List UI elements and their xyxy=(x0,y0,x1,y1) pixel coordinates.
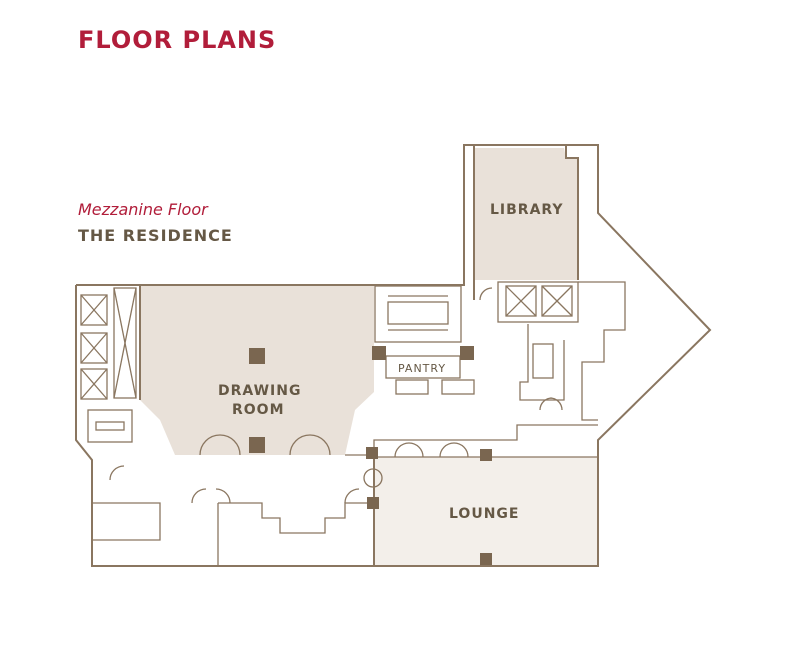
east-core-box xyxy=(497,281,579,323)
door-swing-14 xyxy=(215,488,231,504)
room-label-lounge: LOUNGE xyxy=(449,506,519,522)
door-swing-7 xyxy=(439,442,455,458)
column-drawing-south xyxy=(249,437,265,453)
outer-walls xyxy=(75,144,712,567)
elevator-east-1 xyxy=(505,285,537,317)
door-swings xyxy=(109,287,563,504)
door-swing-12 xyxy=(109,465,125,481)
east-stair-run xyxy=(532,343,554,379)
elevator-east-2 xyxy=(541,285,573,317)
stair-west-landing xyxy=(95,421,125,431)
west-service-core xyxy=(80,287,137,443)
page-title: FLOOR PLANS xyxy=(78,26,277,54)
drawing-room-fill xyxy=(140,285,374,455)
east-service-core xyxy=(497,281,626,421)
column-lounge-w xyxy=(367,497,379,509)
door-swing-4 xyxy=(309,434,331,456)
east-stair-shape xyxy=(519,324,565,401)
room-label-drawing: DRAWING xyxy=(218,383,301,399)
door-swing-15 xyxy=(344,488,360,504)
column-drawing-center xyxy=(249,348,265,364)
room-fills xyxy=(140,148,598,566)
room-label-library: LIBRARY xyxy=(490,202,564,218)
north-stair-landing xyxy=(387,301,449,325)
north-stair-box xyxy=(374,285,462,343)
north-stair xyxy=(374,285,462,343)
door-swing-6 xyxy=(408,442,424,458)
pantry-counter-2 xyxy=(441,379,475,395)
floor-name: Mezzanine Floor xyxy=(78,200,208,219)
door-swing-8 xyxy=(453,442,469,458)
column-pantry-east xyxy=(460,346,474,360)
room-label-room: ROOM xyxy=(232,402,285,418)
elevator-west-2-x2 xyxy=(80,332,108,364)
pantry-box xyxy=(385,355,461,379)
round-column xyxy=(363,468,383,488)
elevator-west-1-x2 xyxy=(80,294,108,326)
shaft-west xyxy=(113,287,137,399)
door-swing-2 xyxy=(219,434,241,456)
elevator-west-2 xyxy=(80,332,108,364)
elevator-east-2-x2 xyxy=(541,285,573,317)
column-lounge-s xyxy=(480,553,492,565)
door-swing-11 xyxy=(549,397,563,411)
stair-west xyxy=(87,409,133,443)
door-swing-13 xyxy=(191,488,207,504)
door-swing-5 xyxy=(394,442,410,458)
pantry-counter-1 xyxy=(395,379,429,395)
library-fill xyxy=(474,148,578,280)
east-corridor-wall xyxy=(578,281,626,421)
column-lounge-ne xyxy=(480,449,492,461)
shaft-west-x2 xyxy=(113,287,137,399)
outer-wall-left xyxy=(75,144,712,567)
door-swing-3 xyxy=(289,434,311,456)
building-name: THE RESIDENCE xyxy=(78,226,233,245)
elevator-east-1-x2 xyxy=(505,285,537,317)
corridor-north-wall xyxy=(345,424,598,456)
column-lounge-nw xyxy=(366,447,378,459)
pantry-area xyxy=(385,355,475,395)
south-room-wall-1 xyxy=(92,502,161,541)
columns xyxy=(249,346,492,565)
column-pantry-west xyxy=(372,346,386,360)
elevator-west-3 xyxy=(80,368,108,400)
south-room-wall-3 xyxy=(218,502,374,534)
door-swing-9 xyxy=(479,287,493,301)
elevator-west-3-x2 xyxy=(80,368,108,400)
room-label-pantry: PANTRY xyxy=(398,362,446,375)
door-swing-1 xyxy=(199,434,221,456)
elevator-west-1 xyxy=(80,294,108,326)
lounge-fill xyxy=(375,457,598,566)
library-right-wall xyxy=(565,145,579,280)
